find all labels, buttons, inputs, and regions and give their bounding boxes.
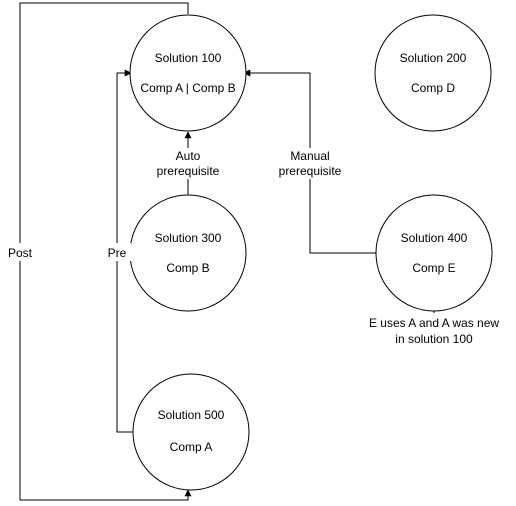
node-solution-500[interactable]: Solution 500 Comp A bbox=[132, 373, 250, 491]
note-label-line2: in solution 100 bbox=[395, 332, 473, 346]
pre-label-bg bbox=[103, 243, 131, 261]
node-solution-400[interactable]: Solution 400 Comp E bbox=[375, 194, 493, 312]
auto-label-line1: Auto bbox=[176, 149, 201, 163]
node-subtitle: Comp D bbox=[411, 81, 455, 95]
post-label: Post bbox=[8, 246, 33, 260]
node-solution-200[interactable]: Solution 200 Comp D bbox=[374, 14, 492, 132]
node-title: Solution 400 bbox=[401, 231, 468, 245]
node-subtitle: Comp A | Comp B bbox=[140, 81, 235, 95]
note-label-line1: E uses A and A was new bbox=[369, 316, 499, 330]
pre-label: Pre bbox=[108, 246, 127, 260]
node-solution-300[interactable]: Solution 300 Comp B bbox=[129, 194, 247, 312]
node-title: Solution 200 bbox=[400, 51, 467, 65]
manual-label-line2: prerequisite bbox=[279, 164, 342, 178]
post-label-bg bbox=[6, 243, 36, 261]
auto-label-line2: prerequisite bbox=[157, 164, 220, 178]
node-subtitle: Comp E bbox=[412, 261, 455, 275]
node-subtitle: Comp A bbox=[170, 440, 213, 454]
manual-prerequisite-edge-top bbox=[243, 69, 311, 148]
node-subtitle: Comp B bbox=[166, 261, 209, 275]
manual-label-line1: Manual bbox=[290, 149, 329, 163]
node-title: Solution 100 bbox=[155, 51, 222, 65]
manual-prerequisite-edge bbox=[309, 179, 377, 254]
node-title: Solution 500 bbox=[158, 408, 225, 422]
node-title: Solution 300 bbox=[155, 231, 222, 245]
node-solution-100[interactable]: Solution 100 Comp A | Comp B bbox=[129, 14, 247, 132]
